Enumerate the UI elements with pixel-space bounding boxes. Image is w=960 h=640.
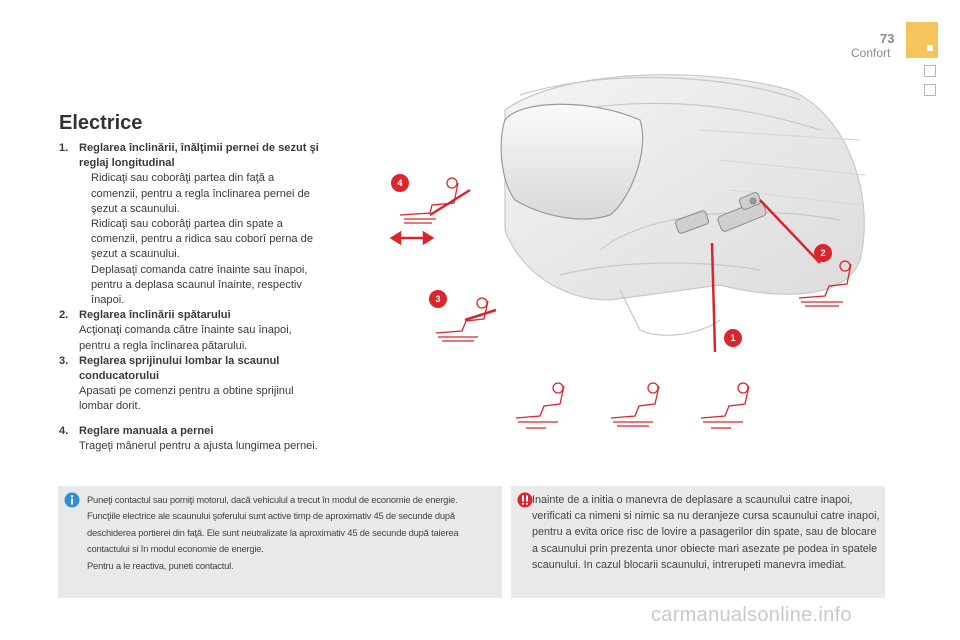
bullet-text: Ridicaţi sau coborâţi partea din spate a…: [91, 218, 313, 261]
info-note: Puneţi contactul sau porniţi motorul, da…: [58, 486, 502, 598]
step-text: Apasati pe comenzi pentru a obtine sprij…: [79, 385, 294, 413]
step-number: 1.: [59, 142, 69, 154]
chapter-box-1: [924, 65, 936, 77]
info-line: Funcţiile electrice ale scaunului şoferu…: [87, 510, 459, 555]
bullet-text: Ridicaţi sau coborâţi partea din faţă a …: [91, 172, 310, 215]
warning-note: Inainte de a initia o manevra de deplasa…: [511, 486, 885, 598]
page-title: Electrice: [59, 112, 143, 134]
red-arrows: [389, 188, 821, 353]
info-icon: [64, 492, 80, 508]
warning-note-text: Inainte de a initia o manevra de deplasa…: [532, 494, 880, 571]
step-3: 3. Reglarea sprijinului lombar la scaunu…: [59, 354, 321, 415]
seat-illustration: 4 2 3 1: [389, 74, 866, 429]
step-text: Trageţi mânerul pentru a ajusta lungimea…: [79, 439, 318, 452]
callout-markers: 4 2 3 1: [391, 174, 832, 347]
page-number: 73: [880, 31, 895, 46]
svg-text:2: 2: [820, 248, 825, 258]
step-title: Reglarea sprijinului lombar la scaunul c…: [79, 354, 280, 383]
info-line: Pentru a le reactiva, puneti contactul.: [87, 559, 234, 571]
step-number: 4.: [59, 424, 69, 437]
armrest: [500, 103, 644, 220]
watermark: carmanualsonline.info: [651, 604, 852, 626]
info-note-text: Puneţi contactul sau porniţi motorul, da…: [87, 492, 497, 574]
seat-controls: [674, 192, 767, 234]
step-1: 1. Reglarea înclinării, înălţimii pernei…: [59, 141, 321, 308]
step-number: 2.: [59, 309, 69, 322]
tab-dot: [927, 45, 933, 51]
seat-pictograms: [399, 177, 852, 429]
section-label: Confort: [851, 46, 891, 60]
step-title: Reglarea înclinării spătarului: [79, 309, 231, 322]
step-text: Acţionaţi comanda către înainte sau înap…: [79, 324, 292, 352]
step-2: 2. Reglarea înclinării spătarului Acţion…: [59, 308, 321, 354]
bullet-item: Ridicaţi sau coborâţi partea din faţă a …: [79, 171, 321, 217]
step-title: Reglare manuala a pernei: [79, 424, 214, 437]
bullet-item: Deplasaţi comanda catre înainte sau înap…: [79, 263, 321, 309]
step-title: Reglarea înclinării, înălţimii pernei de…: [79, 142, 319, 170]
svg-text:4: 4: [397, 178, 402, 188]
svg-text:1: 1: [730, 333, 735, 343]
bullet-text: Deplasaţi comanda catre înainte sau înap…: [91, 263, 308, 307]
step-number: 3.: [59, 354, 69, 367]
warning-icon: [517, 492, 533, 508]
info-line: Puneţi contactul sau porniţi motorul, da…: [87, 494, 458, 505]
chapter-tab: [906, 22, 938, 58]
svg-text:3: 3: [435, 294, 440, 304]
chapter-box-2: [924, 84, 936, 96]
instructions: 1. Reglarea înclinării, înălţimii pernei…: [59, 141, 321, 454]
bullet-item: Ridicaţi sau coborâţi partea din spate a…: [79, 217, 321, 263]
step-4: 4. Reglare manuala a pernei Trageţi mâne…: [59, 424, 321, 454]
